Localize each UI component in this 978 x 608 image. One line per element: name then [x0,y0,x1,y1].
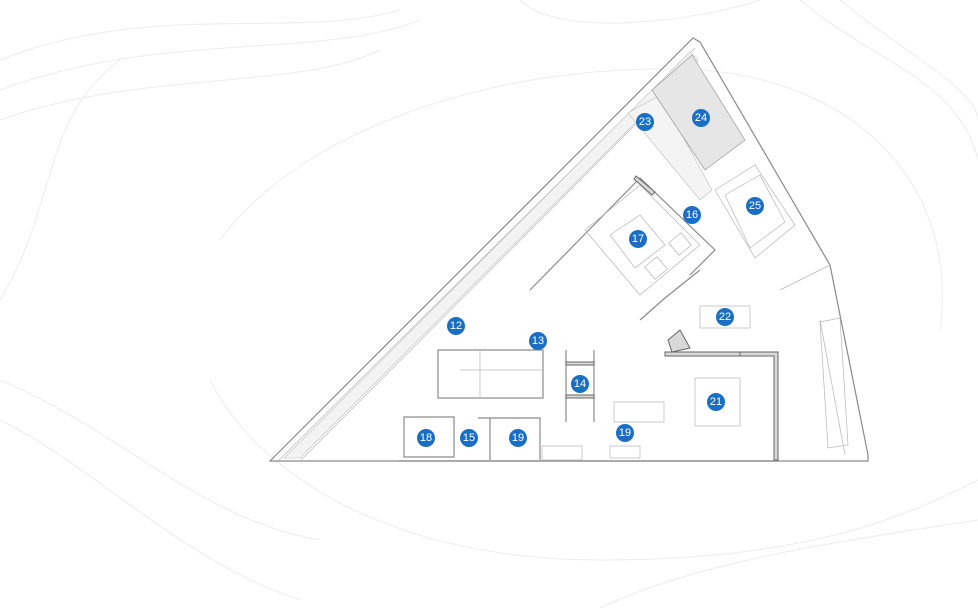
marker-17[interactable]: 17 [629,230,647,248]
marker-label: 14 [574,378,586,390]
marker-label: 12 [450,320,462,332]
marker-23[interactable]: 23 [636,113,654,131]
marker-label: 23 [639,116,651,128]
marker-label: 21 [710,396,722,408]
marker-label: 25 [749,200,761,212]
planter-strip [283,51,713,459]
marker-label: 19 [512,432,524,444]
living-room [529,175,716,296]
marker-label: 15 [463,432,475,444]
dining-area [639,269,779,461]
marker-16[interactable]: 16 [683,206,701,224]
site-outline [268,37,869,462]
marker-13[interactable]: 13 [529,332,547,350]
room-markers: 23 24 25 16 17 22 12 13 14 21 18 15 19 1… [417,109,764,447]
lounge-area [714,164,796,259]
marker-25[interactable]: 25 [746,197,764,215]
marker-21[interactable]: 21 [707,393,725,411]
marker-label: 22 [719,311,731,323]
marker-14[interactable]: 14 [571,375,589,393]
marker-15[interactable]: 15 [460,429,478,447]
marker-22[interactable]: 22 [716,308,734,326]
marker-19b[interactable]: 19 [616,424,634,442]
marker-18[interactable]: 18 [417,429,435,447]
marker-label: 24 [695,112,707,124]
marker-label: 16 [686,209,698,221]
marker-label: 18 [420,432,432,444]
marker-19[interactable]: 19 [509,429,527,447]
marker-label: 19 [619,427,631,439]
marker-24[interactable]: 24 [692,109,710,127]
marker-label: 17 [632,233,644,245]
interior-walls [398,349,778,462]
marker-12[interactable]: 12 [447,317,465,335]
marker-label: 13 [532,335,544,347]
